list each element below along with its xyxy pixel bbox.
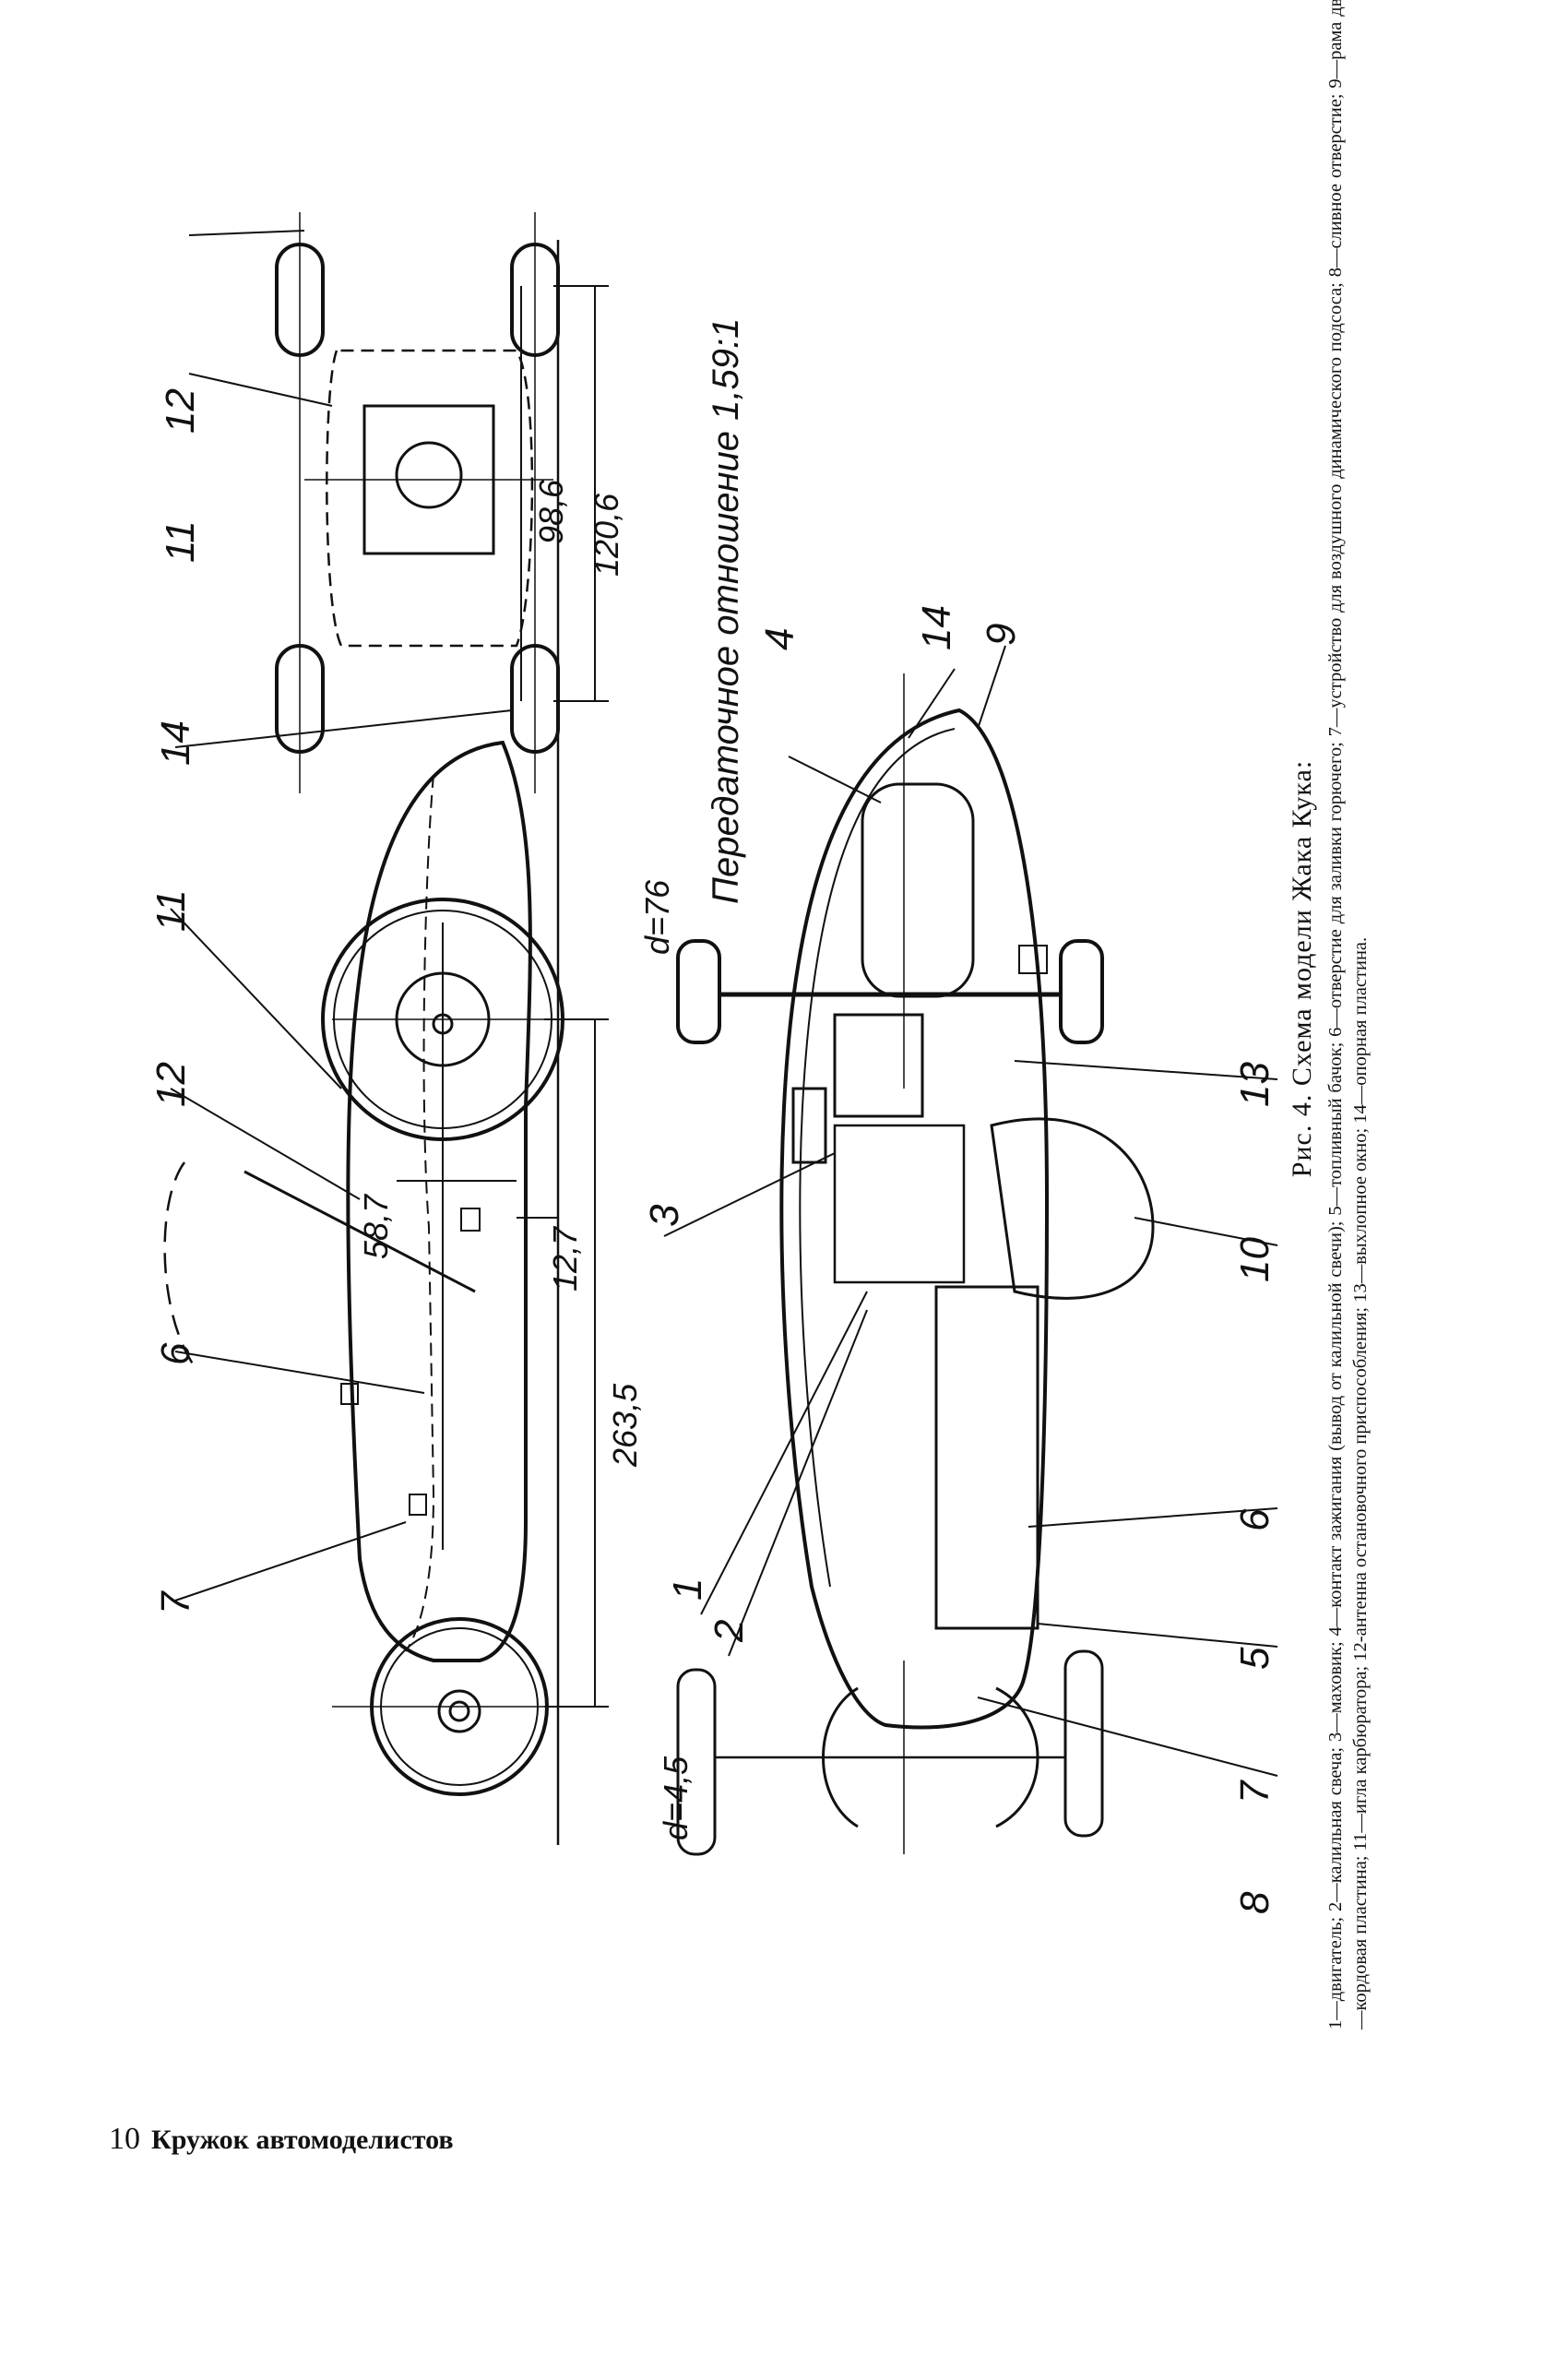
label-5: 5 [1232, 1647, 1277, 1670]
running-title: Кружок автомоделистов [151, 2125, 454, 2155]
dimension-labels: 263,5 58,7 12,7 98,6 120,6 d=4,5 d=76 [357, 479, 695, 1840]
label-2: 2 [707, 1620, 752, 1643]
caption-body: 1—двигатель; 2—калильная свеча; 3—махови… [1325, 0, 1371, 2030]
dim-rear-wheel-d: d=76 [638, 879, 676, 955]
page-number: 10 [109, 2122, 140, 2156]
label-6-top: 6 [1232, 1508, 1277, 1531]
label-7-top: 7 [1232, 1780, 1277, 1803]
label-14-top: 14 [914, 605, 959, 650]
label-11-side: 11 [148, 889, 194, 932]
label-6-side: 6 [153, 1342, 198, 1365]
dim-track-inner: 98,6 [532, 479, 570, 544]
label-12-front: 12 [158, 388, 203, 434]
label-8: 8 [1232, 1891, 1277, 1914]
top-view [676, 673, 1155, 1856]
dim-height: 58,7 [357, 1193, 395, 1259]
page-footer: 10 Кружок автомоделистов [109, 2122, 454, 2157]
gear-ratio: Передаточное отношение 1,59:1 [706, 318, 746, 904]
dim-clearance: 12,7 [546, 1225, 584, 1292]
leader-lines [170, 230, 1278, 1777]
label-14-side: 14 [153, 720, 198, 766]
label-10: 10 [1232, 1237, 1277, 1282]
dim-length: 263,5 [606, 1383, 644, 1468]
label-4: 4 [757, 628, 802, 650]
figure-caption: Рис. 4. Схема модели Жака Кука: 1—двигат… [1287, 0, 1434, 2030]
label-13: 13 [1232, 1062, 1277, 1107]
label-9: 9 [979, 624, 1024, 646]
dim-front-wheel-d: d=4,5 [657, 1756, 695, 1840]
caption-title: Рис. 4. Схема модели Жака Кука: [1287, 759, 1317, 1178]
front-view [275, 212, 609, 793]
label-3: 3 [642, 1204, 687, 1227]
side-view [163, 240, 609, 1845]
label-7-side: 7 [153, 1590, 198, 1614]
label-12-side: 12 [148, 1062, 194, 1107]
label-11-front: 11 [158, 520, 203, 563]
label-1: 1 [665, 1578, 710, 1601]
part-labels: 7 6 12 11 14 11 12 4 14 9 3 13 10 1 2 6 … [148, 388, 1277, 1914]
dim-track-outer: 120,6 [588, 493, 625, 577]
